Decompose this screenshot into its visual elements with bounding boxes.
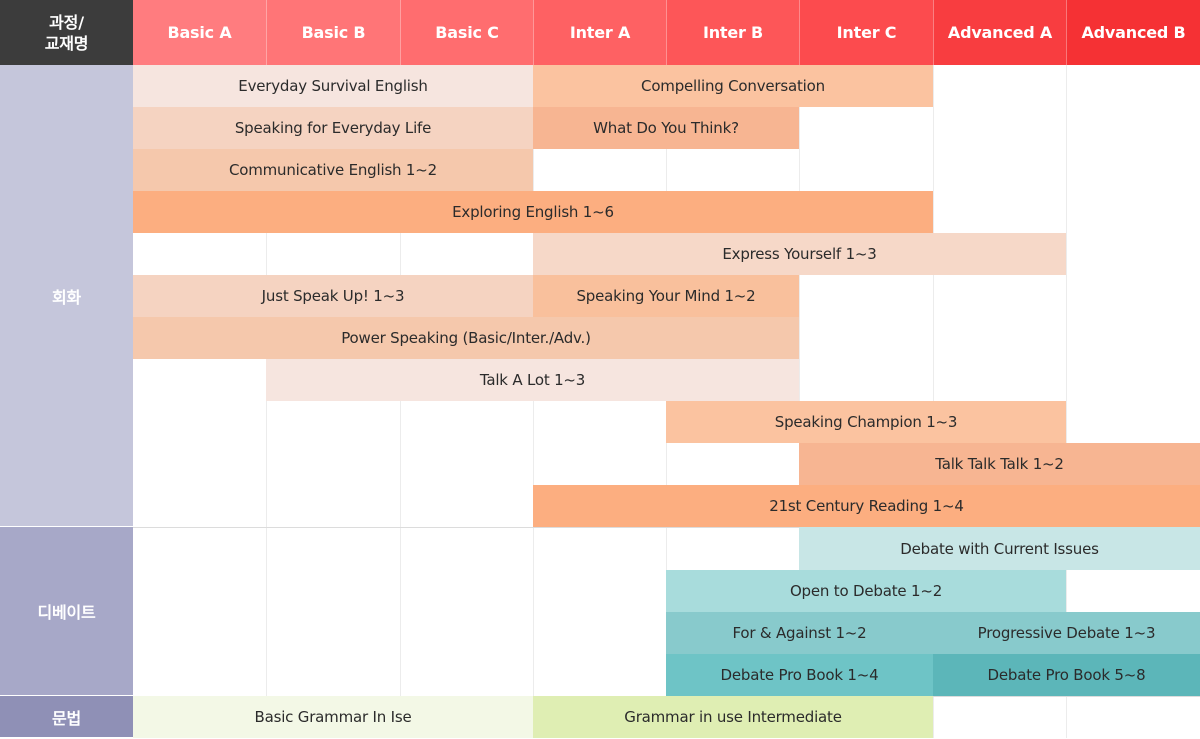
course-for-and-against: For & Against 1~2 [666,612,933,654]
course-basic-grammar: Basic Grammar In Ise [133,696,533,738]
course-just-speak-up: Just Speak Up! 1~3 [133,275,533,317]
corner-label-line2: 교재명 [44,33,89,53]
course-grammar-intermediate: Grammar in use Intermediate [533,696,933,738]
course-everyday-survival: Everyday Survival English [133,65,533,107]
course-talk-a-lot: Talk A Lot 1~3 [266,359,799,401]
table-corner-header: 과정/ 교재명 [0,0,133,65]
category-debate: 디베이트 [0,527,133,696]
column-divider [266,65,400,738]
course-progressive-debate: Progressive Debate 1~3 [933,612,1200,654]
course-exploring-english: Exploring English 1~6 [133,191,933,233]
course-talk-talk-talk: Talk Talk Talk 1~2 [799,443,1200,485]
course-speaking-champion: Speaking Champion 1~3 [666,401,1066,443]
column-divider [1066,65,1200,738]
category-conversation: 회화 [0,65,133,527]
level-header-inter-b: Inter B [666,0,799,65]
level-header-advanced-b: Advanced B [1066,0,1200,65]
column-divider [400,65,533,738]
level-header-advanced-a: Advanced A [933,0,1066,65]
course-speaking-your-mind: Speaking Your Mind 1~2 [533,275,799,317]
course-21st-century-reading: 21st Century Reading 1~4 [533,485,1200,527]
level-header-inter-a: Inter A [533,0,666,65]
course-communicative-english: Communicative English 1~2 [133,149,533,191]
course-debate-pro-book-5-8: Debate Pro Book 5~8 [933,654,1200,696]
level-header-basic-b: Basic B [266,0,400,65]
level-header-basic-c: Basic C [400,0,533,65]
corner-label-line1: 과정/ [49,12,84,32]
column-divider [533,65,666,738]
course-compelling-conversation: Compelling Conversation [533,65,933,107]
course-debate-pro-book-1-4: Debate Pro Book 1~4 [666,654,933,696]
level-header-basic-a: Basic A [133,0,266,65]
course-speaking-everyday-life: Speaking for Everyday Life [133,107,533,149]
course-debate-current-issues: Debate with Current Issues [799,527,1200,570]
course-what-do-you-think: What Do You Think? [533,107,799,149]
level-header-inter-c: Inter C [799,0,933,65]
course-power-speaking: Power Speaking (Basic/Inter./Adv.) [133,317,799,359]
section-divider [133,527,1200,570]
course-express-yourself: Express Yourself 1~3 [533,233,1066,275]
category-grammar: 문법 [0,696,133,738]
course-open-to-debate: Open to Debate 1~2 [666,570,1066,612]
